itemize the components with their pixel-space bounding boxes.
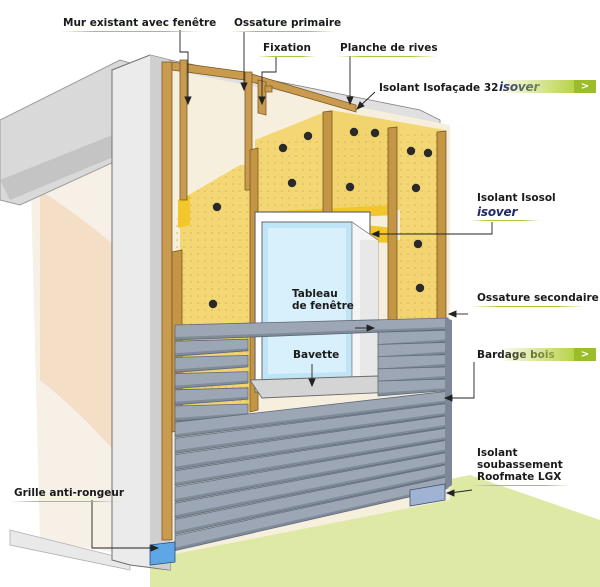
label-planche-de-rives-underline bbox=[336, 56, 436, 57]
roofmate-insulation bbox=[409, 483, 446, 507]
chevron-right-icon: > bbox=[574, 348, 596, 361]
siding-board-shadow bbox=[175, 436, 448, 486]
label-soubassement-underline bbox=[470, 485, 570, 486]
siding-board-shadow bbox=[175, 412, 448, 454]
label-tableau-de-fenetre: Tableau de fenêtre bbox=[292, 288, 362, 312]
label-isolant-isosol-underline bbox=[470, 220, 540, 221]
label-soubassement-line2: soubassement bbox=[477, 459, 563, 471]
fixation-dots bbox=[208, 127, 433, 309]
label-grille-underline bbox=[10, 501, 120, 502]
label-soubassement-line3: Roofmate LGX bbox=[477, 471, 562, 483]
siding-board bbox=[174, 371, 249, 390]
label-planche-de-rives: Planche de rives bbox=[340, 42, 438, 54]
bardage-button-bar bbox=[502, 348, 574, 361]
label-soubassement-line1: Isolant bbox=[477, 447, 518, 459]
label-ossature-secondaire-underline bbox=[470, 306, 585, 307]
siding-board-shadow bbox=[175, 485, 448, 551]
siding-board bbox=[174, 338, 249, 357]
siding-board bbox=[174, 387, 249, 406]
siding-board-shadow bbox=[175, 473, 448, 535]
ground bbox=[150, 475, 600, 587]
siding-board-shadow bbox=[175, 380, 248, 389]
siding-board-shadow bbox=[175, 449, 448, 502]
isosol-strip-left bbox=[178, 195, 190, 228]
label-tableau-line2: de fenêtre bbox=[292, 300, 354, 312]
label-mur-existant: Mur existant avec fenêtre bbox=[63, 17, 217, 29]
chevron-right-icon: > bbox=[574, 80, 596, 93]
isofacade-more-button[interactable]: > bbox=[502, 80, 596, 93]
label-ossature-primaire: Ossature primaire bbox=[234, 17, 342, 29]
siding-board-shadow bbox=[175, 400, 448, 438]
label-mur-existant-underline bbox=[60, 31, 200, 32]
label-ossature-primaire-underline bbox=[230, 31, 335, 32]
siding-board bbox=[174, 354, 249, 373]
wood-siding bbox=[174, 317, 452, 552]
siding-board-shadow bbox=[175, 327, 448, 340]
label-fixation: Fixation bbox=[263, 42, 311, 54]
primary-framing bbox=[161, 59, 357, 541]
label-tableau-line1: Tableau bbox=[292, 288, 338, 300]
label-bavette: Bavette bbox=[293, 349, 340, 361]
siding-board-shadow bbox=[175, 364, 248, 373]
anti-rodent-grille bbox=[149, 541, 176, 566]
siding-board-shadow bbox=[175, 348, 248, 357]
siding-board-shadow bbox=[175, 461, 448, 519]
siding-board-shadow bbox=[175, 424, 448, 470]
window bbox=[249, 211, 397, 399]
isover-logo-isosol: isover bbox=[477, 205, 518, 219]
siding-end-edge bbox=[445, 318, 452, 490]
leader-lines bbox=[91, 30, 493, 552]
label-fixation-underline bbox=[258, 56, 316, 57]
label-isolant-isosol: Isolant Isosol bbox=[477, 192, 556, 204]
bardage-more-button[interactable]: > bbox=[502, 348, 596, 361]
siding-board-shadow bbox=[378, 388, 448, 396]
background-house bbox=[0, 59, 141, 571]
siding-board-shadow bbox=[175, 413, 248, 421]
label-isolant-soubassement: Isolant soubassement Roofmate LGX bbox=[477, 447, 577, 483]
label-isolant-isofacade: Isolant Isofaçade 32 bbox=[379, 82, 499, 94]
label-grille-anti-rongeur: Grille anti-rongeur bbox=[14, 487, 125, 499]
siding-board-shadow bbox=[175, 396, 248, 405]
label-ossature-secondaire: Ossature secondaire bbox=[477, 292, 599, 304]
isofacade-button-bar bbox=[502, 80, 574, 93]
